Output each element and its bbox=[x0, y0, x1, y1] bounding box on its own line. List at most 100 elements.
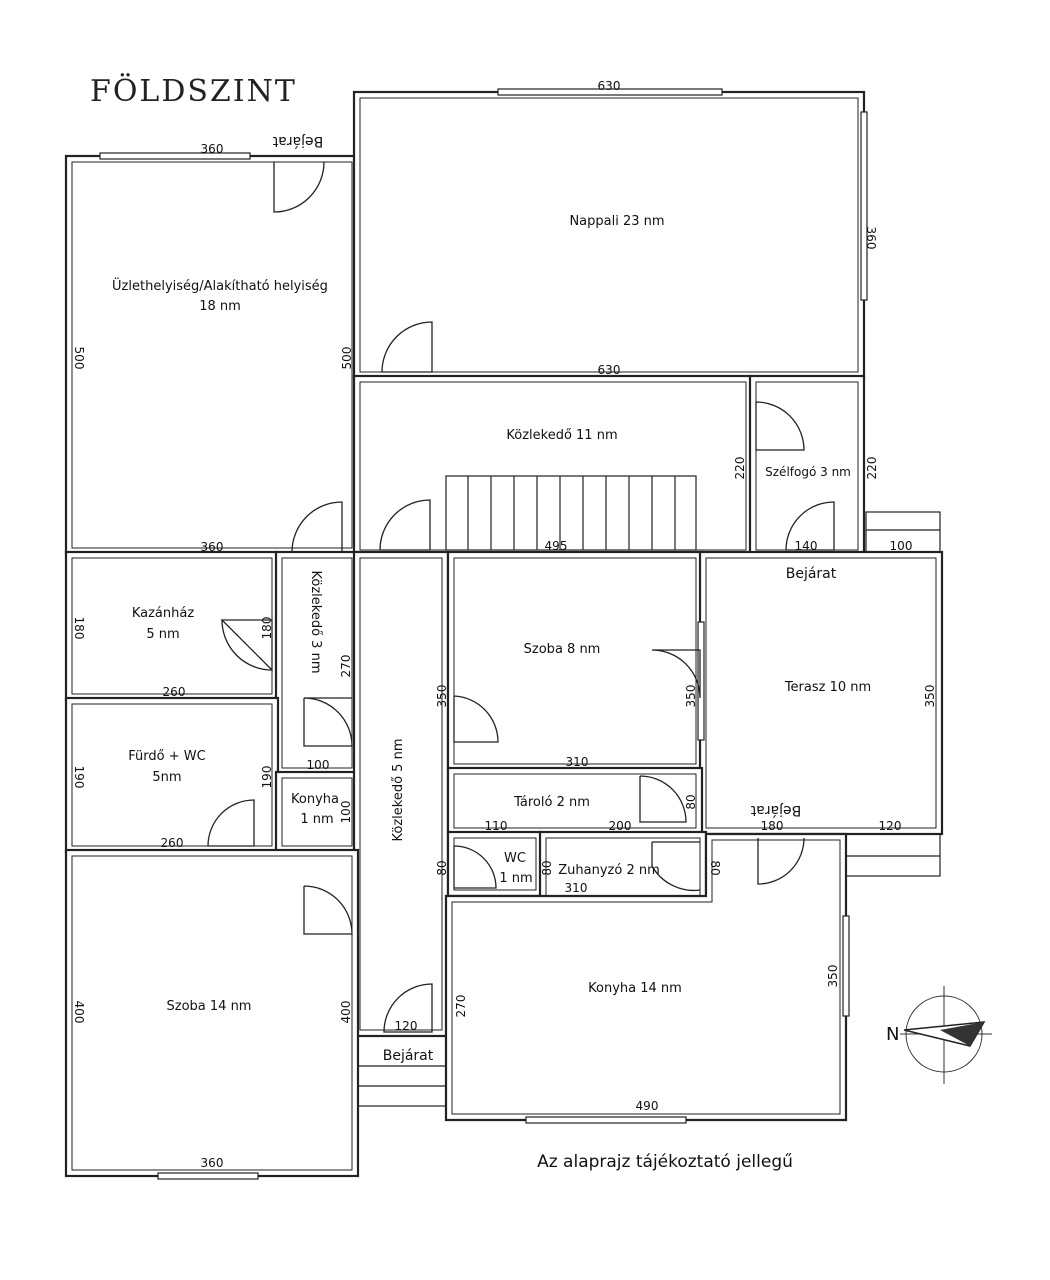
entrance-right: Bejárat bbox=[786, 566, 837, 582]
dim-label: 360 bbox=[201, 142, 224, 156]
entrance-bottom: Bejárat bbox=[383, 1048, 434, 1064]
staircase bbox=[445, 475, 697, 551]
room-furdo-name: Fürdő + WC bbox=[128, 749, 205, 764]
room-szelfogo: Szélfogó 3 nm bbox=[765, 465, 851, 479]
dim-label: 350 bbox=[684, 685, 698, 708]
dim-label: 400 bbox=[72, 1001, 86, 1024]
door bbox=[220, 619, 273, 672]
dim-label: 500 bbox=[72, 347, 86, 370]
door bbox=[207, 799, 255, 847]
dim-label: 260 bbox=[161, 836, 184, 850]
dim-label: 80 bbox=[708, 860, 722, 875]
dim-label: 110 bbox=[485, 819, 508, 833]
door bbox=[651, 841, 701, 892]
dim-label: 350 bbox=[435, 685, 449, 708]
dim-label: 100 bbox=[339, 801, 353, 824]
room-szoba14: Szoba 14 nm bbox=[167, 999, 252, 1014]
room-szoba8: Szoba 8 nm bbox=[524, 642, 601, 657]
dim-label: 140 bbox=[795, 539, 818, 553]
room-kozl5: Közlekedő 5 nm bbox=[391, 739, 406, 842]
dim-label: 190 bbox=[72, 766, 86, 789]
door bbox=[453, 845, 497, 889]
dim-label: 490 bbox=[636, 1099, 659, 1113]
dim-label: 80 bbox=[435, 860, 449, 875]
dim-label: 495 bbox=[545, 539, 568, 553]
dim-label: 400 bbox=[339, 1001, 353, 1024]
dim-label: 190 bbox=[260, 766, 274, 789]
window bbox=[860, 111, 868, 301]
wall-zuhany bbox=[538, 830, 708, 906]
wall-szelfogo bbox=[748, 374, 866, 558]
dim-label: 200 bbox=[609, 819, 632, 833]
window bbox=[157, 1172, 259, 1180]
room-konyha1-name: Konyha bbox=[291, 792, 339, 807]
door bbox=[379, 499, 431, 551]
dim-label: 270 bbox=[339, 655, 353, 678]
wall-kozl3 bbox=[274, 550, 360, 776]
window bbox=[525, 1116, 687, 1124]
door bbox=[291, 501, 343, 553]
room-kazanhaz-area: 5 nm bbox=[146, 627, 179, 642]
door bbox=[757, 837, 805, 885]
dimension-labels: 360 500 500 360 630 360 630 220 220 495 … bbox=[72, 79, 937, 1170]
dim-label: 80 bbox=[684, 794, 698, 809]
dim-label: 500 bbox=[340, 347, 354, 370]
window bbox=[497, 88, 723, 96]
door bbox=[651, 649, 701, 699]
disclaimer-note: Az alaprajz tájékoztató jellegű bbox=[537, 1152, 793, 1172]
dim-label: 100 bbox=[307, 758, 330, 772]
dim-label: 180 bbox=[72, 617, 86, 640]
room-konyha14: Konyha 14 nm bbox=[588, 981, 682, 996]
entrance-labels: Bejárat Bejárat Bejárat Bejárat bbox=[272, 133, 837, 1064]
room-konyha1-area: 1 nm bbox=[300, 812, 333, 827]
door bbox=[381, 321, 433, 373]
wall-nappali bbox=[352, 90, 866, 380]
room-kozl11: Közlekedő 11 nm bbox=[506, 428, 617, 443]
wall-terasz bbox=[698, 550, 944, 836]
door bbox=[303, 885, 353, 935]
doors bbox=[207, 161, 835, 1033]
door bbox=[453, 695, 499, 743]
dim-label: 360 bbox=[864, 227, 878, 250]
dim-label: 630 bbox=[598, 79, 621, 93]
door bbox=[639, 775, 687, 823]
plan-title: FÖLDSZINT bbox=[90, 73, 297, 109]
room-uzlet-area: 18 nm bbox=[199, 299, 241, 314]
dim-label: 180 bbox=[761, 819, 784, 833]
dim-label: 120 bbox=[395, 1019, 418, 1033]
entrance-top-left: Bejárat bbox=[272, 133, 323, 149]
room-furdo-area: 5nm bbox=[152, 770, 181, 785]
room-uzlet-name: Üzlethelyiség/Alakítható helyiség bbox=[112, 277, 328, 294]
entrance-terrace: Bejárat bbox=[750, 802, 801, 818]
svg-text:N: N bbox=[886, 1024, 899, 1045]
dim-label: 180 bbox=[260, 617, 274, 640]
window bbox=[697, 621, 705, 741]
dim-label: 310 bbox=[566, 755, 589, 769]
room-terasz: Terasz 10 nm bbox=[784, 680, 871, 695]
window bbox=[842, 915, 850, 1017]
wall-tarolo bbox=[446, 766, 704, 836]
dim-label: 350 bbox=[923, 685, 937, 708]
room-tarolo: Tároló 2 nm bbox=[513, 795, 590, 810]
wall-kozl11 bbox=[352, 374, 754, 558]
compass-icon: N bbox=[886, 986, 992, 1084]
dim-label: 220 bbox=[865, 457, 879, 480]
dim-label: 630 bbox=[598, 363, 621, 377]
dim-label: 360 bbox=[201, 1156, 224, 1170]
wall-konyha1 bbox=[274, 770, 360, 854]
door bbox=[383, 983, 433, 1033]
wall-wc bbox=[446, 830, 544, 898]
dim-label: 360 bbox=[201, 540, 224, 554]
windows bbox=[99, 88, 868, 1180]
wall-furdo bbox=[64, 696, 280, 854]
dim-label: 120 bbox=[879, 819, 902, 833]
room-zuhany: Zuhanyzó 2 nm bbox=[558, 863, 660, 878]
door bbox=[303, 697, 353, 747]
room-kozl3: Közlekedő 3 nm bbox=[308, 571, 323, 674]
dim-label: 100 bbox=[890, 539, 913, 553]
dim-label: 260 bbox=[163, 685, 186, 699]
door bbox=[755, 401, 805, 451]
dim-label: 350 bbox=[826, 965, 840, 988]
wall-uzlet bbox=[64, 154, 360, 556]
